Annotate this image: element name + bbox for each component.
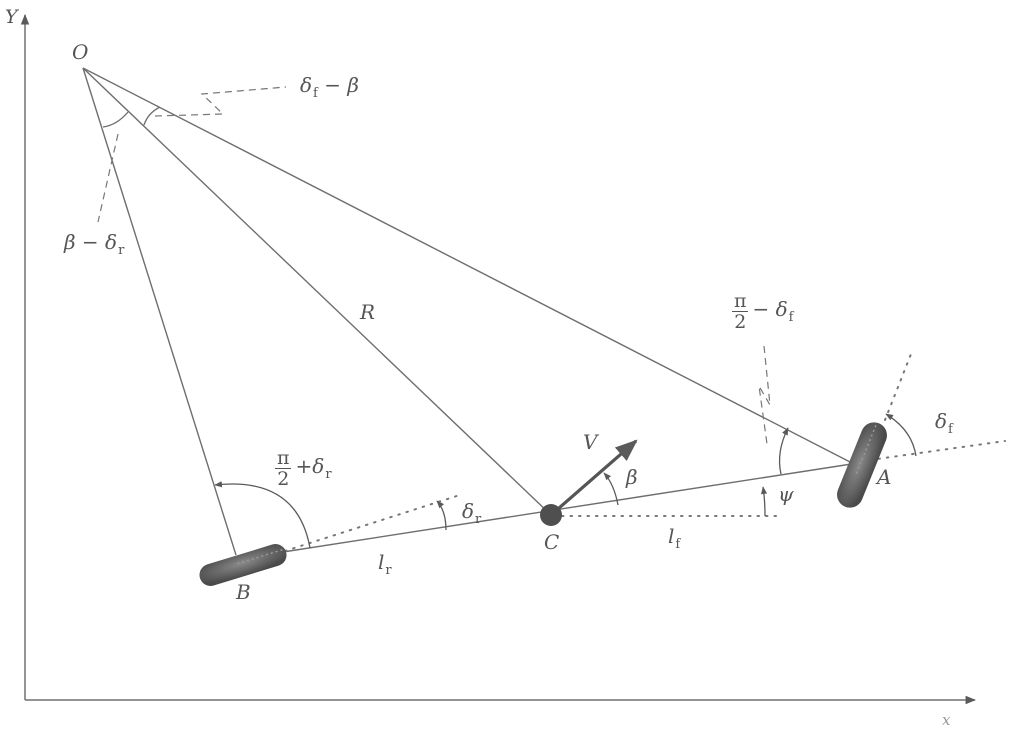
angle-delta-f-minus-beta-label: δf − β [300,73,359,101]
line-O-C [82,67,552,516]
radius-lines [82,67,853,556]
point-O-label: O [72,40,89,64]
arc-pi-half-plus-delta-r [214,481,311,549]
leader-pi-half-minus-delta-f [758,345,771,445]
arc-delta-f [885,413,917,457]
center-of-gravity-C [540,504,562,526]
front-wheel-A [837,422,887,508]
velocity-V-label: V [583,430,598,454]
y-axis-label: Y [5,6,18,28]
rear-wheel-heading-dotted [284,493,464,552]
angle-beta-minus-delta-r-label: β − δr [64,230,125,258]
angle-beta-label: β [626,465,638,489]
arc-delta-f-minus-beta [143,106,161,126]
vehicle-axis-extension-dotted [869,440,1006,461]
arc-beta-minus-delta-r [102,111,129,128]
arc-psi [760,486,768,517]
point-A-label: A [877,465,892,489]
length-lr-label: lr [378,550,392,578]
radius-R-label: R [360,300,376,324]
arc-pi-half-minus-delta-f [778,427,789,475]
vehicle-axis-B-A [282,462,859,553]
rear-wheel-B [199,544,287,586]
dotted-reference-lines [284,353,1006,552]
point-C-label: C [544,530,560,554]
line-O-A [82,67,853,464]
leader-delta-f-minus-beta [154,86,287,117]
axes [20,13,977,705]
leader-lines [97,86,771,445]
angle-arcs-O [102,106,161,128]
line-O-B [82,67,237,556]
arc-beta [603,472,619,506]
angle-delta-f-label: δf [935,409,953,437]
arc-delta-r [436,500,447,531]
length-lf-label: lf [668,524,681,552]
velocity-vector [549,439,638,517]
front-wheel-heading-dotted [884,353,912,421]
point-B-label: B [236,580,251,604]
x-axis-label: x [942,711,951,729]
leader-beta-minus-delta-r [97,133,119,223]
angle-psi-label: ψ [778,482,794,506]
angle-delta-r-label: δr [462,499,482,527]
angle-arcs [214,413,917,549]
